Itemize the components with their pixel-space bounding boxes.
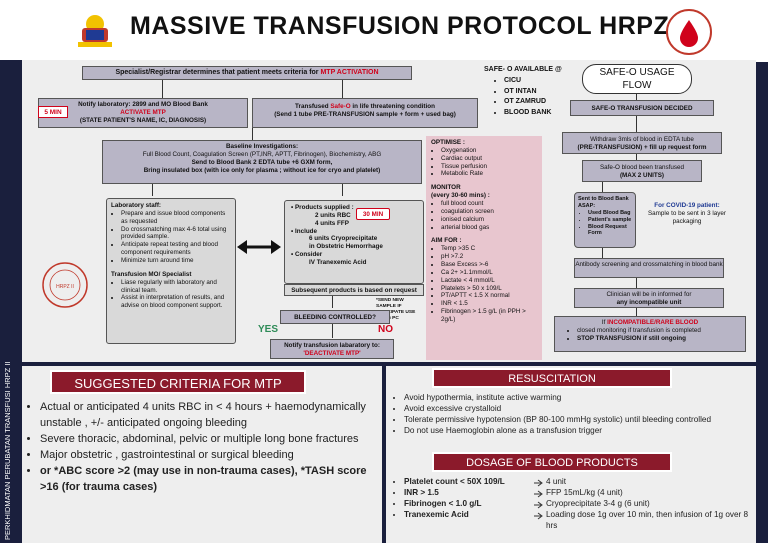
antibody-screening-box: Antibody screening and crossmatching in … xyxy=(574,258,724,278)
thirty-min-badge: 30 MIN xyxy=(356,208,390,220)
arrow-connector xyxy=(252,128,253,140)
five-min-badge: 5 MIN xyxy=(38,106,68,118)
mtp-activation-box: Specialist/Registrar determines that pat… xyxy=(82,66,412,80)
safe-o-usage-flow-title: SAFE-O USAGE FLOW xyxy=(582,64,692,94)
side-strip xyxy=(0,60,22,543)
notify-lab-box: Notify laboratory: 2899 and MO Blood Ban… xyxy=(38,98,248,128)
transfuse-safe-o-box: Transfused Safe-O in life threatening co… xyxy=(252,98,478,128)
arrow-connector xyxy=(152,184,153,196)
arrow-connector xyxy=(332,296,333,308)
page-title: MASSIVE TRANSFUSION PROTOCOL HRPZ II xyxy=(130,12,692,40)
arrow-connector xyxy=(636,116,637,132)
blood-bank-logo-icon xyxy=(664,8,714,56)
header xyxy=(0,0,768,62)
approved-stamp-icon: HRPZ II xyxy=(40,260,90,310)
optimise-monitor-panel: OPTIMISE : Oxygenation Cardiac output Ti… xyxy=(426,136,542,360)
send-blood-bank-box: Sent to Blood Bank ASAP: Used Blood Bag … xyxy=(574,192,636,248)
arrow-connector xyxy=(342,184,343,196)
clinician-informed-box: Clinician will be in informed for any in… xyxy=(574,288,724,308)
safe-o-available-title: SAFE- O AVAILABLE @ xyxy=(484,66,562,73)
safe-o-decided-box: SAFE-O TRANSFUSION DECIDED xyxy=(570,100,714,116)
no-label: NO xyxy=(378,324,393,335)
svg-text:HRPZ II: HRPZ II xyxy=(56,284,74,290)
double-arrow-icon xyxy=(237,240,281,254)
deactivate-mtp-box: Notify transfusion labaratory to: 'DEACT… xyxy=(270,339,394,359)
criteria-title: SUGGESTED CRITERIA FOR MTP xyxy=(50,370,306,394)
resuscitation-panel: RESUSCITATION Avoid hypothermia, institu… xyxy=(386,366,756,543)
flowchart-panel: Specialist/Registrar determines that pat… xyxy=(22,60,756,362)
bleeding-controlled-box: BLEEDING CONTROLLED? xyxy=(280,310,390,324)
yes-label: YES xyxy=(258,324,279,335)
malaysia-crest-icon xyxy=(74,10,116,50)
side-vertical-text: PERKHIDMATAN PERUBATAN TRANSFUSI HRPZ II xyxy=(3,361,12,541)
covid-note: For COVID-19 patient: Sample to be sent … xyxy=(647,202,727,225)
safe-o-transfused-box: Safe-O blood been transfused (MAX 2 UNIT… xyxy=(582,160,702,182)
baseline-investigations-box: Baseline Investigations: Full Blood Coun… xyxy=(102,140,422,184)
products-supplied-box: • Products supplied : 2 units RBC 4 unit… xyxy=(284,200,424,284)
dosage-title: DOSAGE OF BLOOD PRODUCTS xyxy=(432,452,672,472)
criteria-panel: SUGGESTED CRITERIA FOR MTP Actual or ant… xyxy=(22,366,382,543)
resuscitation-list: Avoid hypothermia, institute active warm… xyxy=(394,392,750,436)
arrow-connector xyxy=(636,278,637,288)
arrow-connector xyxy=(602,248,603,258)
arrow-connector xyxy=(342,80,343,98)
safe-o-location-list: CICU OT INTAN OT ZAMRUD BLOOD BANK xyxy=(494,76,551,118)
dosage-arrows xyxy=(534,478,544,538)
arrow-connector xyxy=(162,80,163,98)
resuscitation-title: RESUSCITATION xyxy=(432,368,672,388)
withdraw-blood-box: Withdraw 3mls of blood in EDTA tube (PRE… xyxy=(562,132,722,154)
subsequent-products-box: Subsequent products is based on request xyxy=(284,284,424,296)
lab-staff-box: Laboratory staff: Prepare and issue bloo… xyxy=(106,198,236,344)
dosage-values-list: 4 unit FFP 15mL/kg (4 unit) Cryoprecipit… xyxy=(546,477,749,531)
arrow-connector xyxy=(636,308,637,316)
incompatible-blood-box: If INCOMPATIBLE/RARE BLOOD closed monito… xyxy=(554,316,746,352)
dosage-criteria-list: Platelet count < 50X 109/L INR > 1.5 Fib… xyxy=(394,476,544,520)
criteria-list: Actual or anticipated 4 units RBC in < 4… xyxy=(28,400,368,496)
arrow-connector xyxy=(332,324,333,338)
arrow-connector xyxy=(636,94,637,100)
arrow-connector xyxy=(636,154,637,160)
arrow-connector xyxy=(602,182,603,192)
